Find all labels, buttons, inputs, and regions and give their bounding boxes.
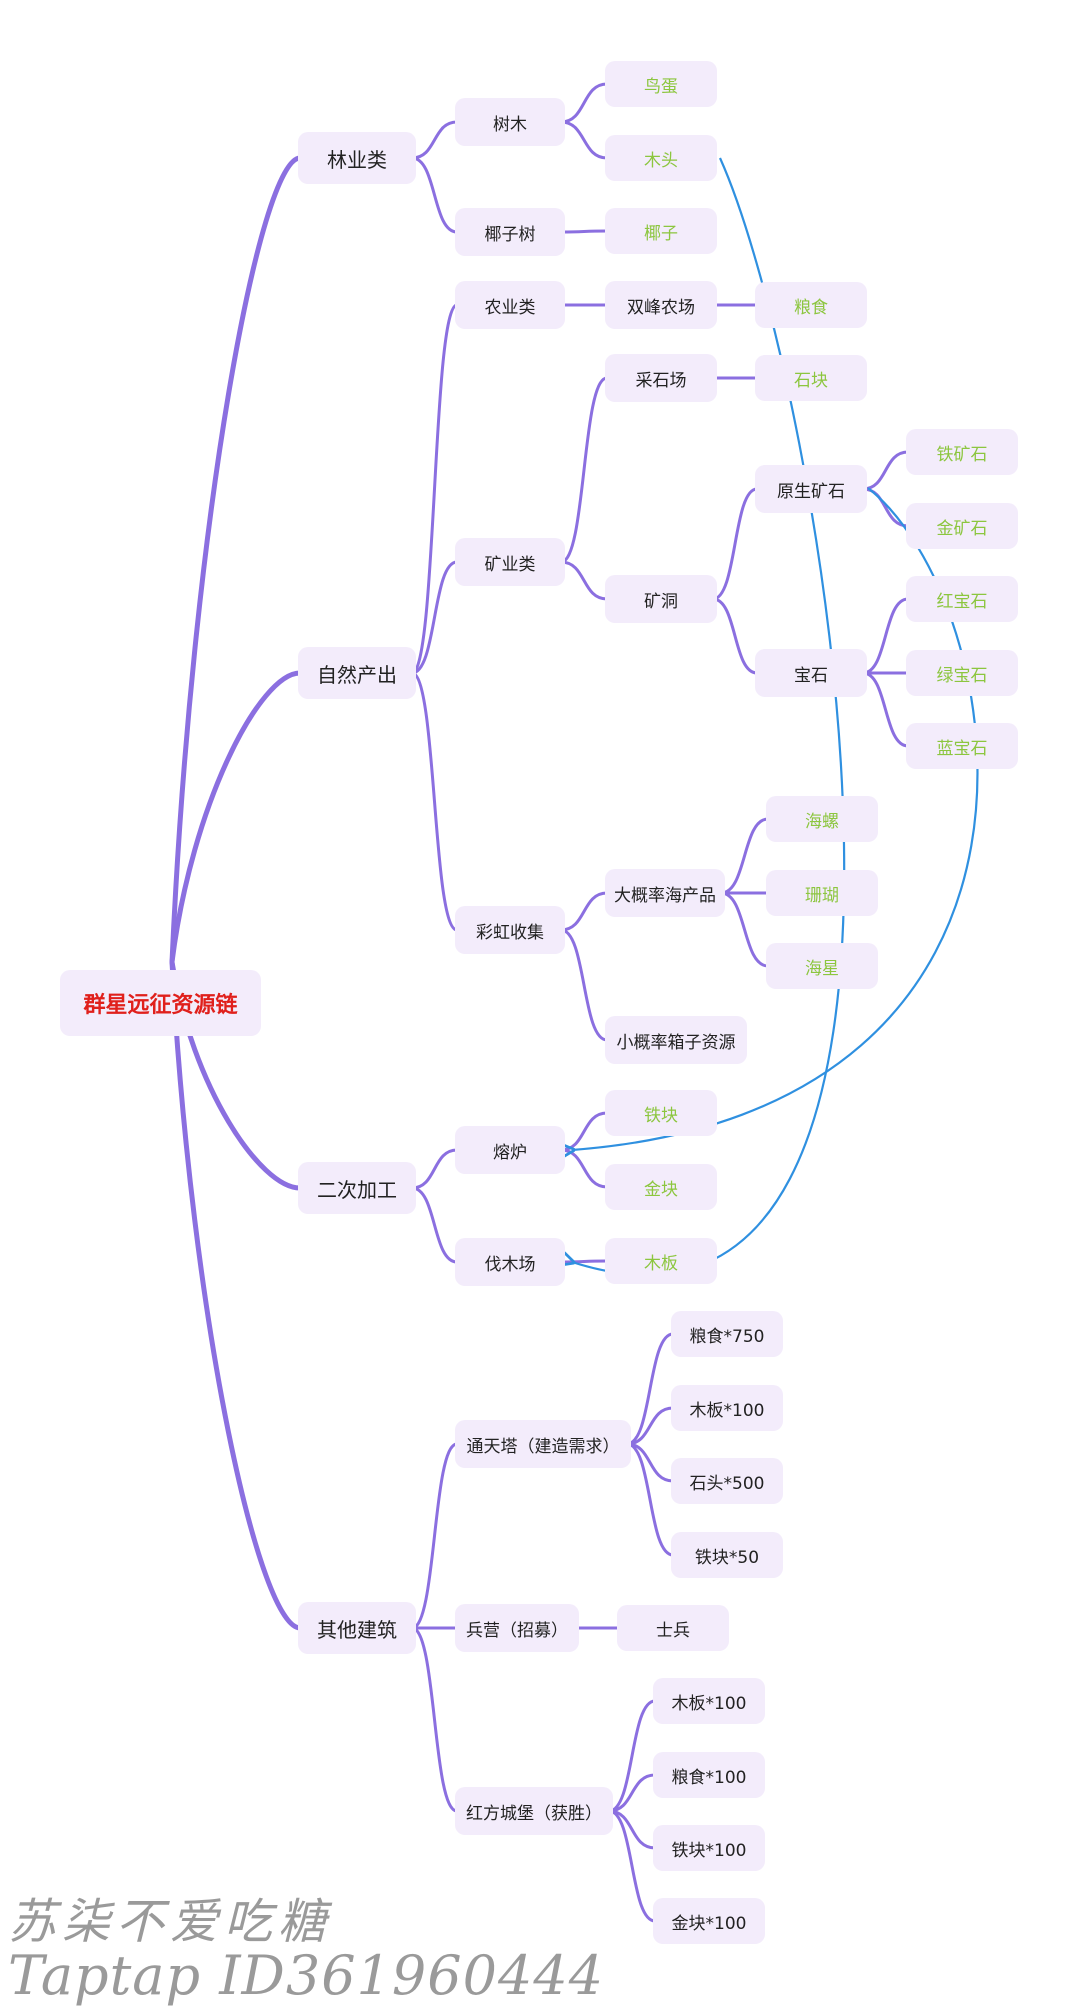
- castle-iron-req: 铁块*100: [653, 1825, 765, 1871]
- rainbow-collect-node: 彩虹收集: [455, 906, 565, 954]
- edge-mining-node-to-cave-node: [559, 560, 609, 601]
- gold-block-leaf: 金块: [605, 1164, 717, 1210]
- edge-tower-node-to-tower-stone-req: [625, 1442, 675, 1483]
- iron-ore-leaf: 铁矿石: [906, 429, 1018, 475]
- edge-castle-node-to-castle-plank-req: [607, 1699, 657, 1813]
- edge-sea-products-node-to-conch-leaf: [719, 817, 770, 895]
- edge-forestry-category-to-coconut-tree-node: [410, 156, 459, 234]
- watermark-author: 苏柒不爱吃糖: [8, 1894, 333, 1950]
- edge-tower-node-to-tower-plank-req: [625, 1406, 675, 1446]
- castle-plank-req: 木板*100: [653, 1678, 765, 1724]
- box-resources-node: 小概率箱子资源: [605, 1016, 747, 1064]
- edge-buildings-category-to-castle-node: [410, 1626, 459, 1813]
- edge-castle-node-to-castle-gold-req: [607, 1809, 657, 1923]
- arrow-iron-ore-to-furnace: [572, 487, 979, 1150]
- edge-rainbow-collect-node-to-box-resources-node: [559, 928, 609, 1042]
- processing-category: 二次加工: [298, 1162, 416, 1214]
- castle-grain-req: 粮食*100: [653, 1752, 765, 1798]
- edge-rainbow-collect-node-to-sea-products-node: [559, 891, 609, 932]
- buildings-category: 其他建筑: [298, 1602, 416, 1654]
- edge-root-to-buildings-category: [169, 959, 303, 1631]
- mining-node: 矿业类: [455, 538, 565, 586]
- edge-tower-node-to-tower-grain-req: [625, 1332, 675, 1446]
- emerald-leaf: 绿宝石: [906, 650, 1018, 696]
- bird-egg-leaf: 鸟蛋: [605, 61, 717, 107]
- castle-gold-req: 金块*100: [653, 1898, 765, 1944]
- edge-mining-node-to-quarry-node: [559, 376, 609, 564]
- edge-forestry-category-to-tree-node: [410, 120, 459, 160]
- edge-buildings-category-to-tower-node: [410, 1442, 459, 1630]
- farm-node: 双峰农场: [605, 281, 717, 329]
- tower-stone-req: 石头*500: [671, 1458, 783, 1504]
- edge-castle-node-to-castle-grain-req: [607, 1773, 657, 1813]
- edge-tree-node-to-bird-egg-leaf: [559, 82, 609, 124]
- edge-natural-output-category-to-agriculture-node: [410, 303, 459, 675]
- edge-coconut-tree-node-to-coconut-leaf: [559, 229, 609, 234]
- sea-products-node: 大概率海产品: [605, 869, 725, 917]
- lumber-mill-node: 伐木场: [455, 1238, 565, 1286]
- plank-leaf: 木板: [605, 1238, 717, 1284]
- edge-furnace-node-to-iron-block-leaf: [559, 1111, 609, 1152]
- edge-processing-category-to-lumber-mill-node: [410, 1186, 459, 1264]
- natural-output-category: 自然产出: [298, 647, 416, 699]
- cave-node: 矿洞: [605, 575, 717, 623]
- starfish-leaf: 海星: [766, 943, 878, 989]
- forestry-category: 林业类: [298, 132, 416, 184]
- soldier-node: 士兵: [617, 1605, 729, 1651]
- watermark-taptap-id: Taptap ID361960444: [8, 1944, 605, 2007]
- edge-natural-output-category-to-rainbow-collect-node: [410, 671, 459, 932]
- tower-plank-req: 木板*100: [671, 1385, 783, 1431]
- coral-leaf: 珊瑚: [766, 870, 878, 916]
- quarry-node: 采石场: [605, 354, 717, 402]
- edge-cave-node-to-gem-node: [711, 597, 759, 675]
- edge-processing-category-to-furnace-node: [410, 1148, 459, 1190]
- tree-node: 树木: [455, 98, 565, 146]
- grain-leaf: 粮食: [755, 282, 867, 328]
- iron-block-leaf: 铁块: [605, 1090, 717, 1136]
- gold-ore-leaf: 金矿石: [906, 503, 1018, 549]
- tower-iron-req: 铁块*50: [671, 1532, 783, 1578]
- raw-ore-node: 原生矿石: [755, 465, 867, 513]
- edge-root-to-natural-output-category: [169, 670, 303, 965]
- edge-gem-node-to-ruby-leaf: [861, 597, 910, 675]
- edge-castle-node-to-castle-iron-req: [607, 1809, 657, 1850]
- edge-sea-products-node-to-starfish-leaf: [719, 891, 770, 968]
- edge-lumber-mill-node-to-plank-leaf: [559, 1259, 609, 1264]
- agriculture-node: 农业类: [455, 281, 565, 329]
- castle-node: 红方城堡（获胜）: [455, 1787, 613, 1835]
- furnace-node: 熔炉: [455, 1126, 565, 1174]
- root-node: 群星远征资源链: [60, 970, 261, 1036]
- edge-gem-node-to-sapphire-leaf: [861, 671, 910, 748]
- coconut-leaf: 椰子: [605, 208, 717, 254]
- edge-furnace-node-to-gold-block-leaf: [559, 1148, 609, 1189]
- wood-leaf: 木头: [605, 135, 717, 181]
- edge-cave-node-to-raw-ore-node: [711, 487, 759, 601]
- gem-node: 宝石: [755, 649, 867, 697]
- tower-grain-req: 粮食*750: [671, 1311, 783, 1357]
- edge-raw-ore-node-to-gold-ore-leaf: [861, 487, 910, 528]
- edge-natural-output-category-to-mining-node: [410, 560, 459, 675]
- ruby-leaf: 红宝石: [906, 576, 1018, 622]
- edge-tree-node-to-wood-leaf: [559, 120, 609, 160]
- tower-node: 通天塔（建造需求）: [455, 1420, 631, 1468]
- coconut-tree-node: 椰子树: [455, 208, 565, 256]
- barracks-node: 兵营（招募）: [455, 1604, 579, 1652]
- conch-leaf: 海螺: [766, 796, 878, 842]
- stone-leaf: 石块: [755, 355, 867, 401]
- sapphire-leaf: 蓝宝石: [906, 723, 1018, 769]
- edge-raw-ore-node-to-iron-ore-leaf: [861, 450, 910, 491]
- edge-tower-node-to-tower-iron-req: [625, 1442, 675, 1557]
- edge-root-to-forestry-category: [169, 155, 303, 965]
